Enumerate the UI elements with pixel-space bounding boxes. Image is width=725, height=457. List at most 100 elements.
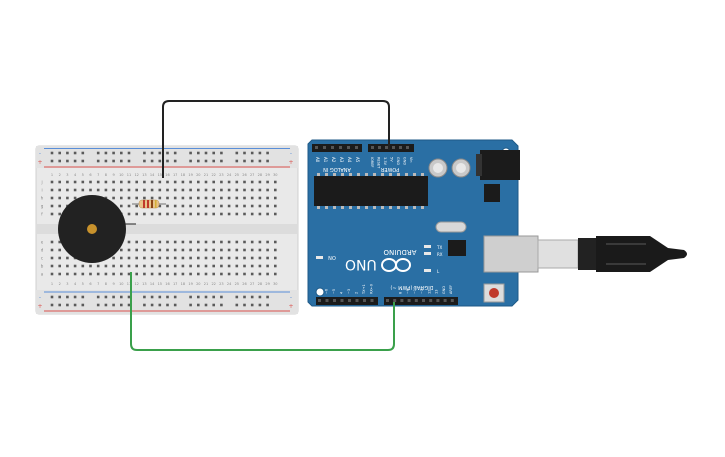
rail-hole[interactable] (120, 159, 123, 163)
analog-pin-socket[interactable] (331, 146, 334, 149)
rail-hole[interactable] (150, 303, 154, 307)
breadboard-hole[interactable] (50, 272, 54, 276)
breadboard-hole[interactable] (266, 264, 269, 268)
rail-hole[interactable] (158, 303, 162, 307)
breadboard-hole[interactable] (50, 188, 54, 192)
breadboard-hole[interactable] (235, 248, 239, 252)
breadboard-hole[interactable] (258, 196, 262, 200)
rail-hole[interactable] (266, 295, 269, 299)
breadboard-hole[interactable] (173, 196, 177, 200)
breadboard-hole[interactable] (112, 272, 115, 276)
breadboard-hole[interactable] (96, 264, 100, 268)
breadboard-hole[interactable] (274, 240, 277, 244)
rail-hole[interactable] (220, 151, 223, 155)
rail-hole[interactable] (58, 151, 61, 155)
breadboard-hole[interactable] (104, 180, 108, 184)
digital-pin-socket[interactable] (414, 299, 418, 302)
breadboard-hole[interactable] (220, 180, 223, 184)
analog-pin-socket[interactable] (323, 146, 326, 149)
breadboard-hole[interactable] (143, 248, 146, 252)
breadboard-hole[interactable] (235, 272, 239, 276)
breadboard-hole[interactable] (227, 248, 231, 252)
breadboard-hole[interactable] (212, 196, 215, 200)
breadboard-hole[interactable] (181, 256, 185, 260)
breadboard-hole[interactable] (58, 248, 61, 252)
breadboard-hole[interactable] (220, 196, 223, 200)
breadboard-hole[interactable] (181, 264, 185, 268)
breadboard-hole[interactable] (173, 256, 177, 260)
digital-pin-socket[interactable] (429, 299, 433, 302)
breadboard-hole[interactable] (212, 264, 215, 268)
rail-hole[interactable] (50, 159, 54, 163)
rail-hole[interactable] (258, 151, 262, 155)
breadboard-hole[interactable] (58, 180, 61, 184)
breadboard-hole[interactable] (73, 196, 77, 200)
rail-hole[interactable] (173, 151, 177, 155)
breadboard-hole[interactable] (158, 240, 162, 244)
breadboard-hole[interactable] (135, 180, 138, 184)
breadboard-hole[interactable] (173, 272, 177, 276)
breadboard-hole[interactable] (235, 196, 239, 200)
breadboard-hole[interactable] (220, 212, 223, 216)
breadboard-hole[interactable] (189, 196, 192, 200)
breadboard-hole[interactable] (204, 272, 208, 276)
breadboard-hole[interactable] (96, 180, 100, 184)
rail-hole[interactable] (81, 151, 85, 155)
breadboard-hole[interactable] (220, 240, 223, 244)
breadboard-hole[interactable] (127, 272, 131, 276)
breadboard-hole[interactable] (158, 180, 162, 184)
breadboard-hole[interactable] (243, 240, 246, 244)
analog-pin-socket[interactable] (339, 146, 342, 149)
rail-hole[interactable] (166, 151, 169, 155)
rail-hole[interactable] (173, 159, 177, 163)
breadboard-hole[interactable] (135, 212, 138, 216)
breadboard-hole[interactable] (212, 248, 215, 252)
breadboard-hole[interactable] (266, 248, 269, 252)
power-pin-socket[interactable] (378, 146, 381, 149)
breadboard-hole[interactable] (135, 248, 138, 252)
breadboard[interactable]: 1122334455667788991010111112121313141415… (35, 145, 299, 315)
breadboard-hole[interactable] (243, 272, 246, 276)
breadboard-hole[interactable] (104, 188, 108, 192)
black-wire-5v[interactable] (162, 100, 390, 178)
digital-pin-socket[interactable] (348, 299, 351, 302)
breadboard-hole[interactable] (235, 264, 239, 268)
breadboard-hole[interactable] (135, 256, 138, 260)
breadboard-hole[interactable] (197, 248, 200, 252)
rail-hole[interactable] (143, 151, 146, 155)
digital-pin-socket[interactable] (393, 299, 397, 302)
breadboard-hole[interactable] (150, 240, 154, 244)
breadboard-hole[interactable] (135, 264, 138, 268)
breadboard-hole[interactable] (66, 180, 69, 184)
breadboard-hole[interactable] (250, 188, 254, 192)
rail-hole[interactable] (127, 151, 131, 155)
rail-hole[interactable] (250, 295, 254, 299)
rail-hole[interactable] (127, 303, 131, 307)
breadboard-hole[interactable] (258, 264, 262, 268)
breadboard-hole[interactable] (235, 240, 239, 244)
breadboard-hole[interactable] (150, 248, 154, 252)
breadboard-hole[interactable] (220, 188, 223, 192)
digital-pin-socket[interactable] (325, 299, 329, 302)
breadboard-hole[interactable] (250, 256, 254, 260)
breadboard-hole[interactable] (250, 204, 254, 208)
breadboard-hole[interactable] (66, 256, 69, 260)
breadboard-hole[interactable] (227, 188, 231, 192)
breadboard-hole[interactable] (150, 272, 154, 276)
breadboard-hole[interactable] (158, 256, 162, 260)
rail-hole[interactable] (189, 151, 192, 155)
digital-pin-socket[interactable] (363, 299, 366, 302)
rail-hole[interactable] (112, 151, 115, 155)
digital-pin-socket[interactable] (386, 299, 389, 302)
breadboard-hole[interactable] (274, 188, 277, 192)
breadboard-hole[interactable] (150, 180, 154, 184)
breadboard-hole[interactable] (127, 204, 131, 208)
breadboard-hole[interactable] (66, 188, 69, 192)
rail-hole[interactable] (220, 303, 223, 307)
breadboard-hole[interactable] (173, 248, 177, 252)
rail-hole[interactable] (96, 159, 100, 163)
breadboard-hole[interactable] (266, 256, 269, 260)
breadboard-hole[interactable] (120, 264, 123, 268)
rail-hole[interactable] (266, 151, 269, 155)
breadboard-hole[interactable] (112, 180, 115, 184)
